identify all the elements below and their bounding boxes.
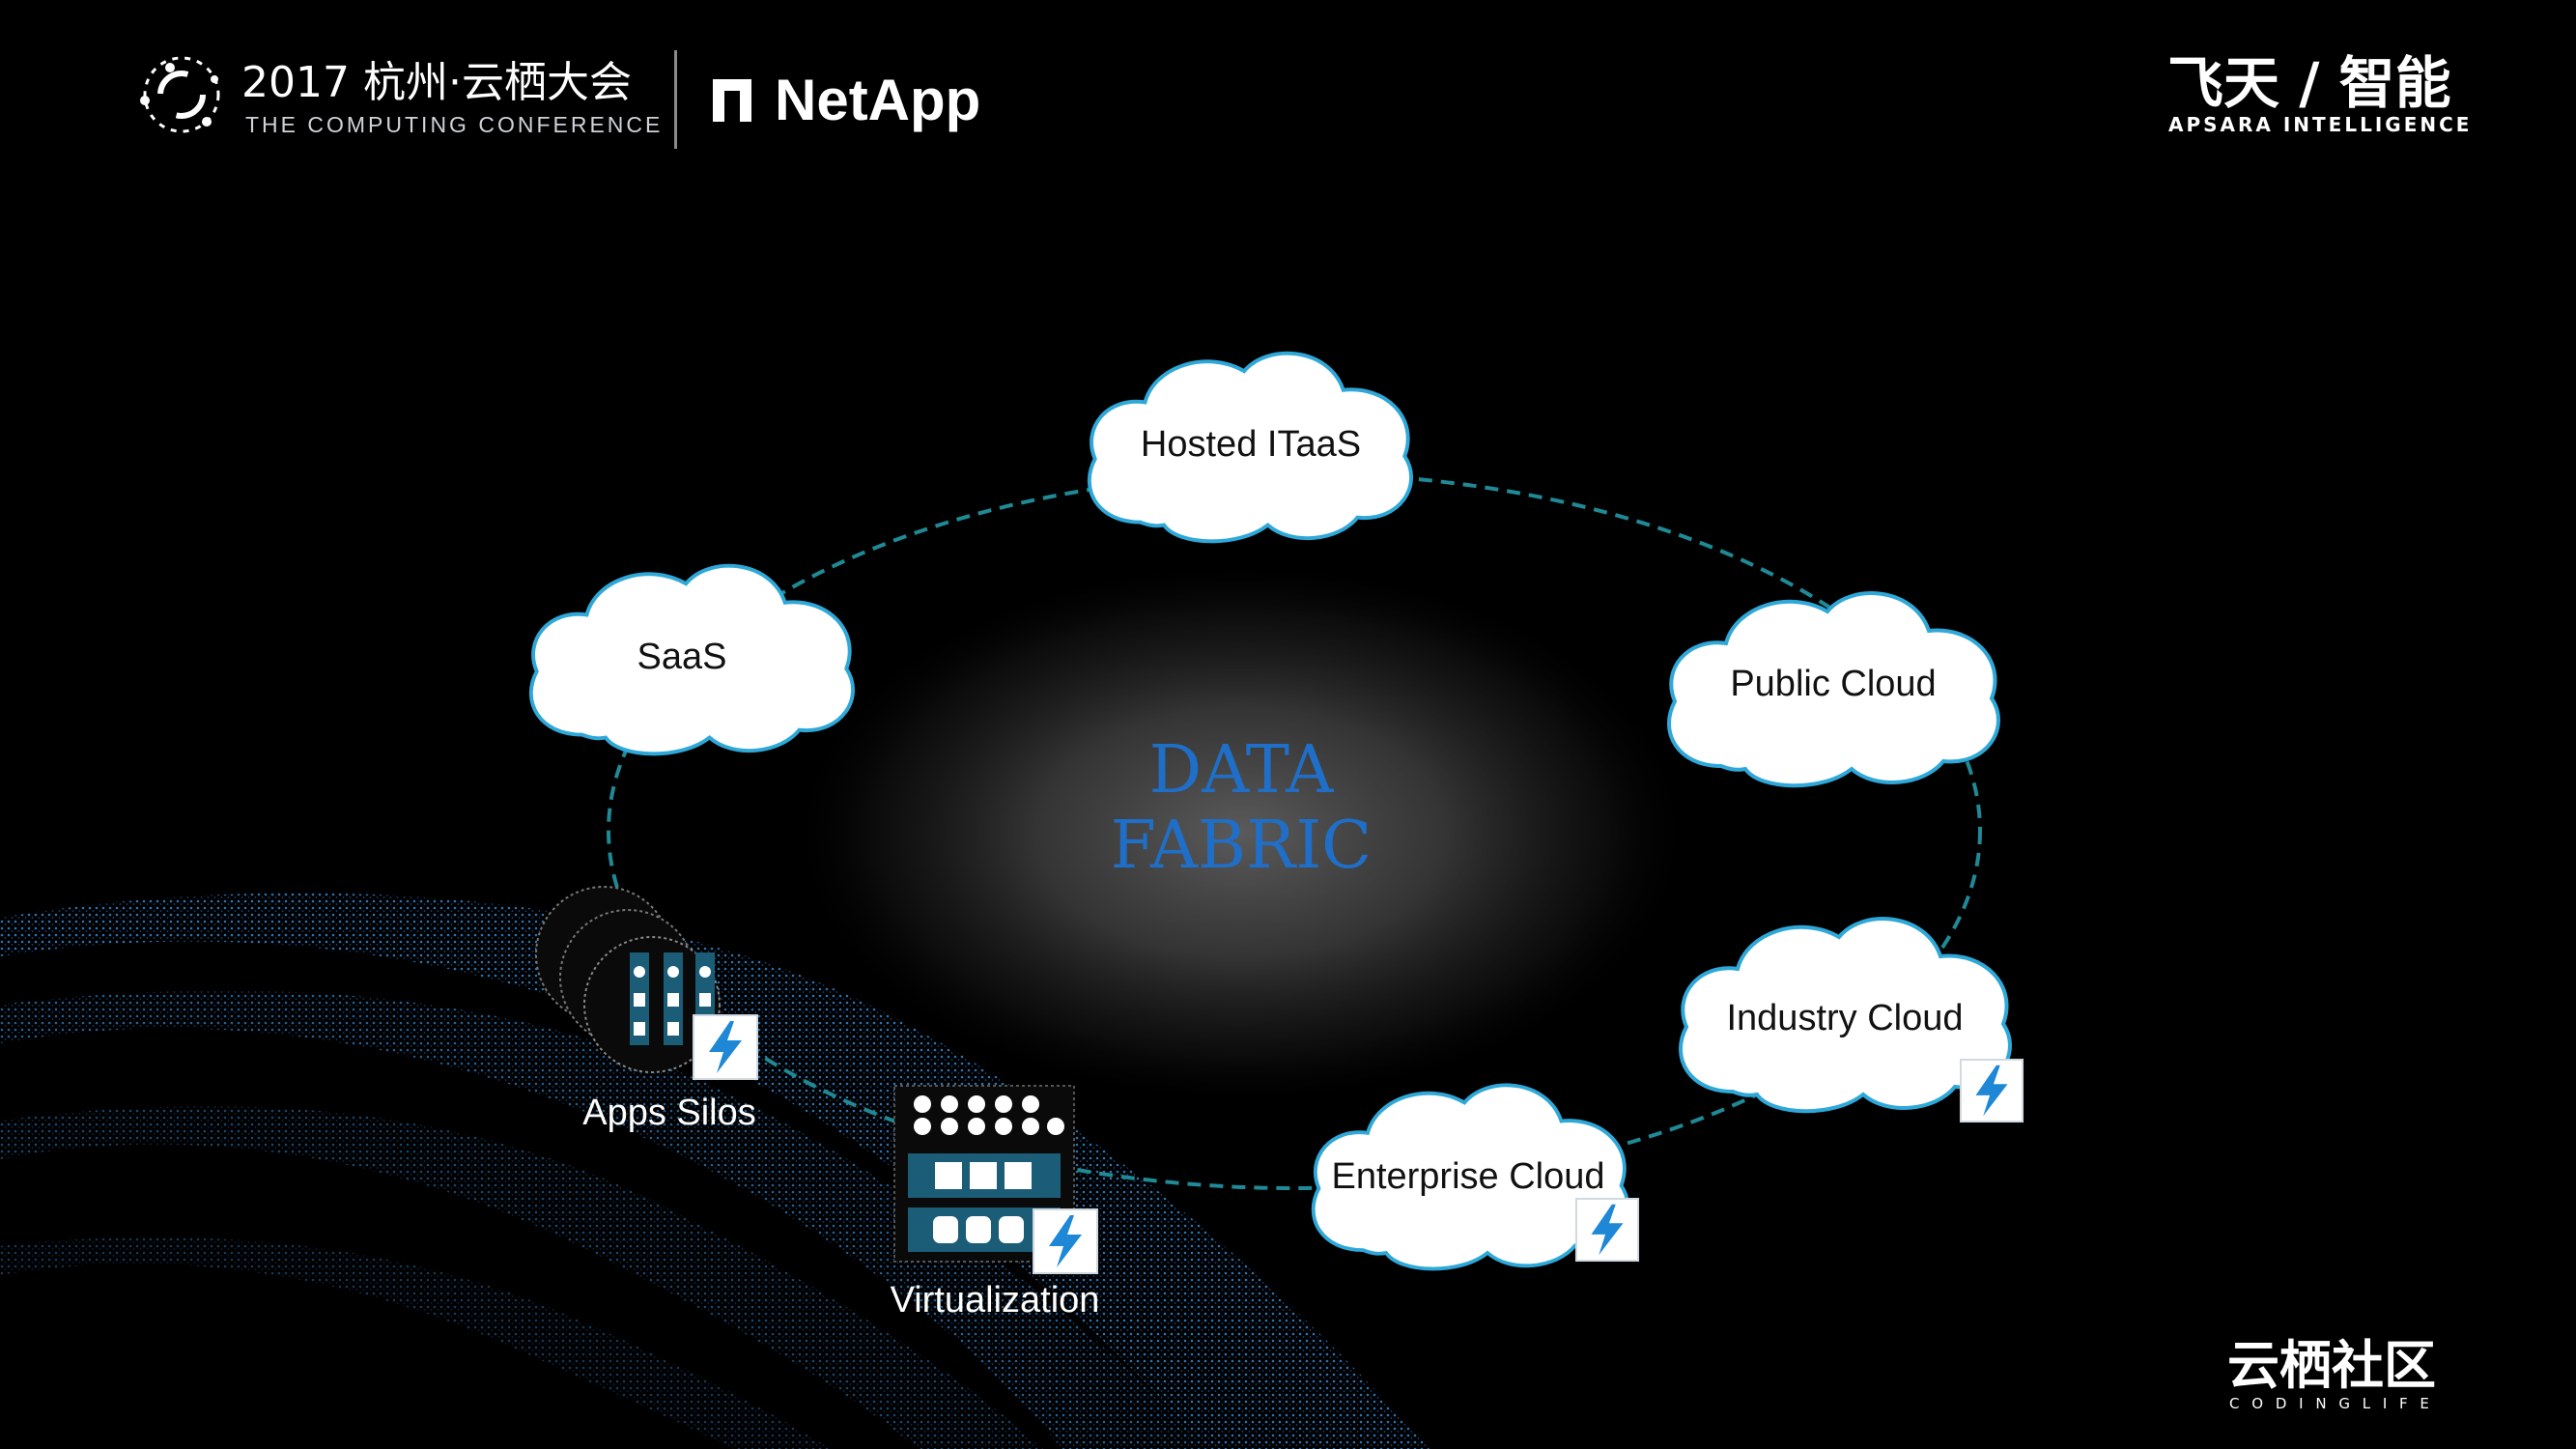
apsara-subtitle: APSARA INTELLIGENCE	[2168, 113, 2472, 136]
node-label: Apps Silos	[582, 1093, 756, 1133]
node-label: Virtualization	[891, 1280, 1100, 1321]
node-enterprise-cloud: Enterprise Cloud	[1311, 1083, 1640, 1271]
fabric-label-line1: DATA	[1149, 732, 1335, 809]
node-industry-cloud: Industry Cloud	[1681, 919, 2024, 1123]
community-title: 云栖社区	[2227, 1335, 2436, 1396]
lightning-badge-icon	[1033, 1208, 1098, 1274]
node-apps-silos: Apps Silos	[535, 886, 759, 1133]
node-label: Industry Cloud	[1726, 998, 1963, 1038]
background-swirl	[0, 893, 1430, 1449]
conference-logo: 2017 杭州·云栖大会 THE COMPUTING CONFERENCE	[140, 56, 663, 137]
conference-logo-icon	[140, 56, 220, 133]
node-hosted-itaas: Hosted ITaaS	[1087, 351, 1414, 544]
conference-subtitle: THE COMPUTING CONFERENCE	[245, 112, 663, 137]
fabric-label-line2: FABRIC	[1111, 808, 1372, 884]
community-subtitle: C O D I N G L I F E	[2229, 1395, 2433, 1412]
netapp-wordmark: NetApp	[775, 68, 980, 132]
node-label: SaaS	[637, 637, 727, 677]
node-label: Enterprise Cloud	[1331, 1156, 1604, 1197]
node-public-cloud: Public Cloud	[1669, 593, 1998, 785]
header-divider	[674, 50, 677, 149]
netapp-logo: NetApp	[713, 68, 980, 132]
apsara-title: 飞天 / 智能	[2167, 50, 2451, 116]
node-label: Hosted ITaaS	[1141, 424, 1361, 465]
lightning-badge-icon	[692, 1013, 759, 1081]
netapp-logo-icon	[713, 79, 751, 122]
node-label: Public Cloud	[1730, 664, 1936, 704]
community-logo: 云栖社区 C O D I N G L I F E	[2227, 1335, 2436, 1412]
lightning-badge-icon	[1959, 1058, 2024, 1123]
node-saas: SaaS	[528, 563, 856, 756]
conference-title: 2017 杭州·云栖大会	[241, 58, 632, 107]
fabric-glow	[787, 557, 1695, 1108]
lightning-badge-icon	[1574, 1197, 1640, 1263]
node-virtualization: Virtualization	[891, 1085, 1100, 1321]
apsara-logo: 飞天 / 智能 APSARA INTELLIGENCE	[2167, 50, 2472, 136]
